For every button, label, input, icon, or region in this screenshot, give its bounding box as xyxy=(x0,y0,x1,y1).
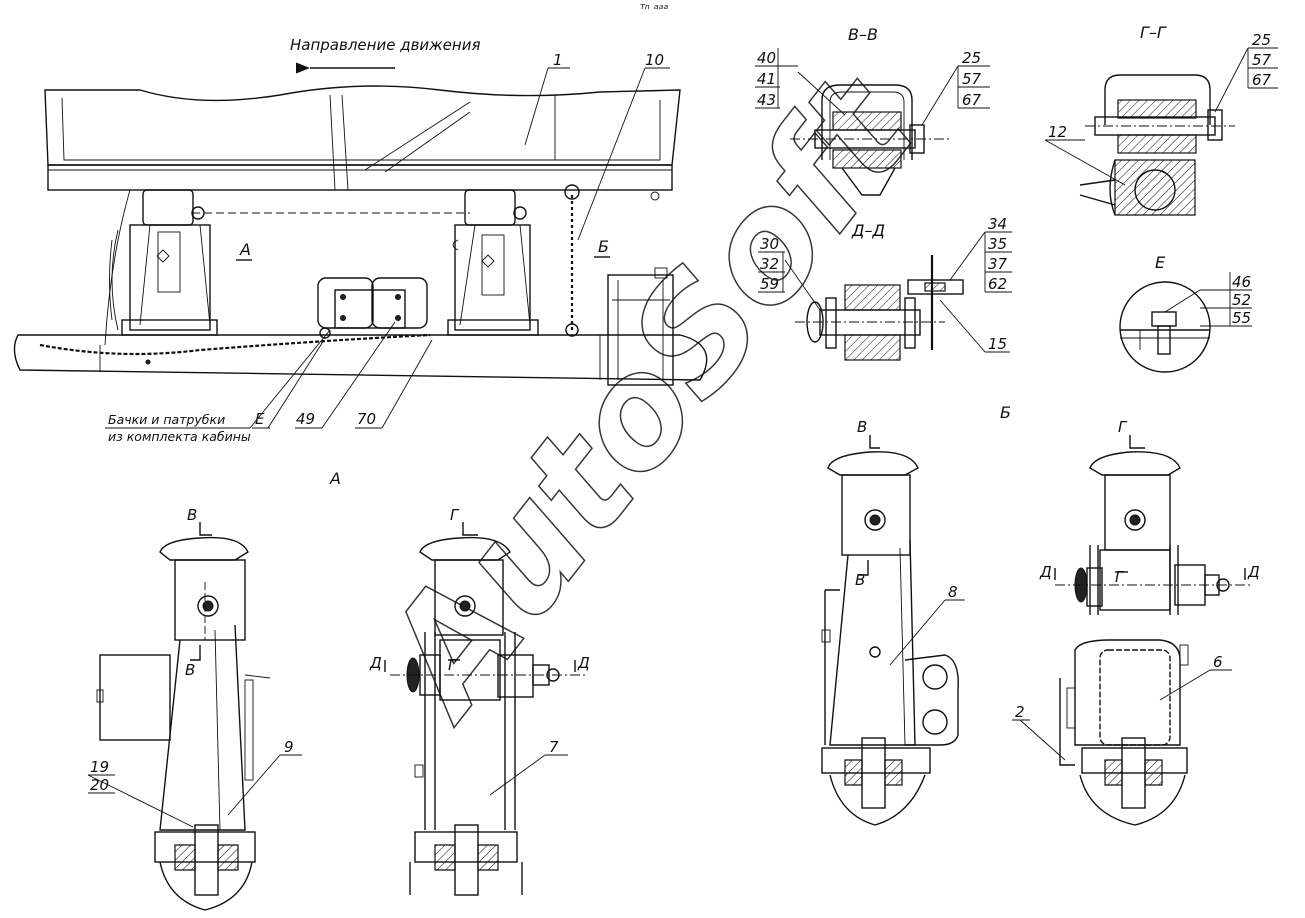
a-left-0: 19 xyxy=(90,758,109,776)
top-mark: ᵀⁿ ᵃᵃᵃ xyxy=(640,1,669,16)
dd-right-3: 62 xyxy=(988,275,1007,293)
a-left-1: 20 xyxy=(90,776,109,794)
section-g-g: Г–Г 12 25 57 67 xyxy=(1044,23,1278,216)
e-right-0: 46 xyxy=(1232,273,1251,291)
front-support xyxy=(447,189,539,336)
svg-text:В: В xyxy=(187,506,197,524)
svg-text:Д: Д xyxy=(577,654,590,672)
callout-e: Е xyxy=(255,410,265,428)
dd-right-2: 37 xyxy=(988,255,1008,273)
callout-10: 10 xyxy=(645,51,664,69)
vv-right-0: 25 xyxy=(962,49,981,67)
e-right-2: 55 xyxy=(1232,309,1251,327)
view-b-support-right: Г Д Д Г xyxy=(1012,418,1260,826)
main-side-view: Направление движения xyxy=(13,36,708,444)
callout-12: 12 xyxy=(1048,123,1067,141)
dd-right-1: 35 xyxy=(988,235,1007,253)
view-label-a: А xyxy=(239,240,251,259)
callout-8: 8 xyxy=(948,583,958,601)
front-bracket xyxy=(607,274,674,386)
title-a: А xyxy=(329,469,341,488)
callout-7: 7 xyxy=(549,738,559,756)
callout-1: 1 xyxy=(553,51,563,69)
svg-text:В: В xyxy=(185,661,195,679)
view-a-support-right: Г Д Д Г xyxy=(369,506,590,896)
dd-left-2: 59 xyxy=(760,275,779,293)
svg-text:Д: Д xyxy=(369,654,382,672)
callout-9: 9 xyxy=(284,738,294,756)
svg-text:В: В xyxy=(855,571,865,589)
view-label-b: Б xyxy=(598,237,609,256)
dd-left-1: 32 xyxy=(760,255,779,273)
callout-2: 2 xyxy=(1015,703,1025,721)
watermark-text: AutoSoft xyxy=(345,43,951,750)
view-e: Е 46 52 55 xyxy=(1119,253,1252,373)
callout-70: 70 xyxy=(357,410,376,428)
callout-15: 15 xyxy=(988,335,1007,353)
title-b: Б xyxy=(1000,403,1011,422)
gg-right-0: 25 xyxy=(1252,31,1271,49)
svg-text:Г: Г xyxy=(450,506,460,524)
vv-left-1: 41 xyxy=(757,70,776,88)
gg-right-2: 67 xyxy=(1252,71,1272,89)
svg-text:Д: Д xyxy=(1247,563,1260,581)
gg-right-1: 57 xyxy=(1252,51,1272,69)
svg-text:Г: Г xyxy=(1115,568,1125,586)
callout-6: 6 xyxy=(1213,653,1223,671)
dd-left-0: 30 xyxy=(760,235,779,253)
tanks-label-2: из комплекта кабины xyxy=(108,429,251,444)
callout-49: 49 xyxy=(296,410,315,428)
view-a-support-left: В В 19 20 9 xyxy=(87,506,302,911)
e-right-1: 52 xyxy=(1232,291,1251,309)
vv-left-2: 43 xyxy=(757,91,776,109)
watermark: AutoSoft xyxy=(344,43,951,751)
view-b-support-left: В В 8 xyxy=(821,418,965,826)
svg-text:Д: Д xyxy=(1039,563,1052,581)
vv-right-2: 67 xyxy=(962,91,982,109)
title-g-g: Г–Г xyxy=(1140,23,1167,42)
cab-body xyxy=(44,85,681,166)
title-v-v: В–В xyxy=(848,25,878,44)
title-e: Е xyxy=(1155,253,1166,272)
tanks-label-1: Бачки и патрубки xyxy=(108,412,225,427)
svg-text:В: В xyxy=(857,418,867,436)
vv-right-1: 57 xyxy=(962,70,982,88)
svg-text:Г: Г xyxy=(1118,418,1128,436)
section-d-d: Д–Д 30 32 59 34 35 37 62 15 xyxy=(758,215,1012,361)
svg-text:Г: Г xyxy=(448,656,458,674)
direction-label: Направление движения xyxy=(290,36,480,54)
dd-right-0: 34 xyxy=(988,215,1007,233)
view-b: Б В В 8 xyxy=(821,403,1260,826)
rear-support xyxy=(109,189,218,336)
section-v-v: В–В 40 41 43 25 57 67 xyxy=(755,25,990,196)
title-d-d: Д–Д xyxy=(851,221,885,240)
vv-left-0: 40 xyxy=(757,49,776,67)
view-a: А В В 19 20 xyxy=(87,469,590,911)
coolant-tanks xyxy=(317,277,428,339)
frame xyxy=(13,334,708,381)
